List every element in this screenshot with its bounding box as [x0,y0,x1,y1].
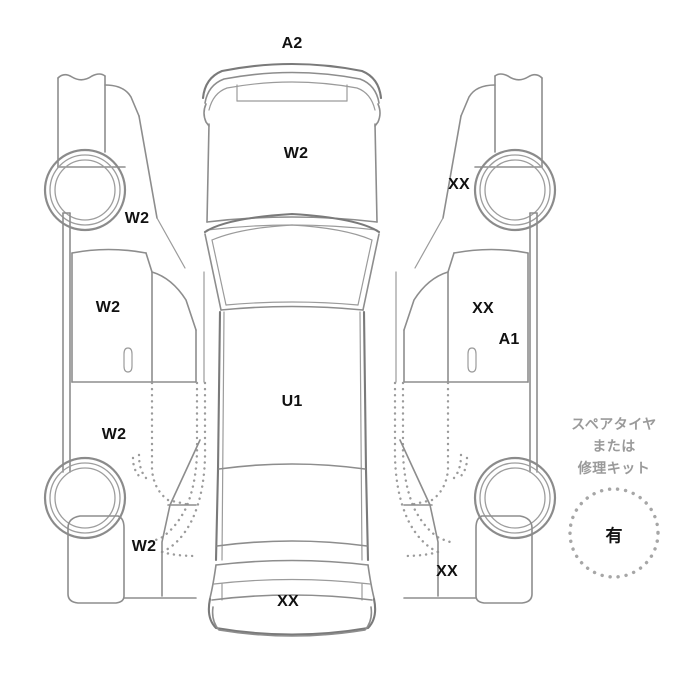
left-front-tire-inner [54,159,116,221]
left-front-top-edge [57,73,106,81]
roof-inner-right [359,311,363,561]
right-rear-bottom-dotted [402,550,440,558]
left-rear-arch-detail-a [137,453,148,480]
left-a-pillar-lower [156,217,186,269]
left-rear-tire-outer [43,456,127,540]
right-front-door-top-left [447,252,455,273]
damage-label-right-sill: A1 [498,331,520,348]
damage-label-left-front-door: W2 [95,299,121,316]
right-rear-body-solid [399,439,439,597]
left-rear-bumper-block [67,515,125,604]
a-pillar-left [204,233,222,311]
a-pillar-right [362,233,380,311]
cowl-line [206,224,378,231]
left-front-door-handle [123,347,133,373]
roof-edge-left-upper [216,310,222,472]
damage-label-right-rear-quarter: XX [436,563,458,580]
left-rear-body-solid [161,439,201,597]
right-rear-arch-detail-b [458,456,469,479]
left-rear-panel-dotted-outer [148,381,199,544]
right-rear-tire-inner [484,467,546,529]
windshield-rear-edge [220,305,364,311]
right-front-door-handle [467,347,477,373]
front-bumper-inner [204,71,380,104]
roof-edge-left-lower [214,468,220,562]
right-rear-wheelarch-dotted [408,381,450,507]
left-front-tire-outer [43,148,127,232]
rear-bumper-inner [211,606,373,637]
left-front-door-top-right [145,252,153,273]
hood-edge-left [206,123,210,223]
rear-bumper-mid-line [211,594,373,601]
right-front-top-edge [494,73,543,81]
rear-bumper-outer [207,597,377,636]
windshield-inner-right [357,239,373,306]
right-rear-panel-dotted-outer [401,381,452,544]
car-right-side-profile [393,73,557,604]
spare-tire-note-line-1: スペアタイヤ [571,417,657,433]
right-rear-tire-mid [479,462,551,534]
damage-label-roof-center: U1 [281,393,303,410]
left-rear-bottom-dotted [160,550,198,558]
front-corner-left [203,103,210,127]
spare-tire-status-value: 有 [605,526,623,547]
damage-label-right-front-fender: XX [448,176,470,193]
damage-label-left-rear-door: W2 [101,426,127,443]
car-top-view [201,62,383,637]
right-hood-front-slope [460,84,496,117]
rear-right-corner [367,564,375,599]
front-grille-line [208,81,376,111]
left-front-tire-mid [49,154,121,226]
roof-inner-left [221,311,225,561]
spare-tire-status-circle [568,487,660,579]
left-rear-wheelarch-dotted [150,381,192,507]
right-a-pillar-outer [442,115,462,219]
damage-label-hood: W2 [283,145,309,162]
roof-panel-line-1 [218,463,366,470]
windshield-inner-left [211,239,227,306]
right-rear-door-upper-curve [403,271,449,331]
right-rear-panel-dotted-far [393,381,440,554]
windshield-inner-rear [225,301,359,306]
right-rear-bumper-block [475,515,533,604]
front-corner-right [374,103,381,127]
right-front-tire-inner [484,159,546,221]
windshield-front-edge [203,212,381,234]
hood-rear-edge [206,216,378,223]
rear-window-edge [215,559,369,566]
spare-tire-note-line-2: または [592,439,636,455]
left-rear-panel-dotted-far [160,381,207,554]
spare-tire-note-line-3: 修理キット [577,461,651,477]
rear-bumper-top-line [213,578,371,585]
windshield-inner-front [211,224,373,241]
damage-label-roof-front: A2 [281,35,303,52]
right-rear-tire-outer [473,456,557,540]
left-a-pillar-outer [138,115,158,219]
hood-edge-right [374,123,378,223]
right-front-tire-outer [473,148,557,232]
right-a-pillar-lower [414,217,444,269]
damage-label-right-front-door: XX [472,300,494,317]
rear-left-corner [209,564,217,599]
damage-label-left-front-fender: W2 [124,210,150,227]
right-rear-arch-detail-a [452,453,463,480]
left-rear-door-upper-curve [151,271,197,331]
right-front-door-top [453,248,529,254]
left-front-door-top [71,248,147,254]
left-rear-arch-detail-b [131,456,142,479]
left-rear-tire-inner [54,467,116,529]
car-left-side-profile [43,73,207,604]
damage-label-left-rear-quarter: W2 [131,538,157,555]
roof-edge-right-upper [362,310,368,472]
damage-label-rear-bumper: XX [277,593,299,610]
roof-edge-right-lower [364,468,370,562]
left-rear-tire-mid [49,462,121,534]
left-hood-front-slope [104,84,140,117]
roof-panel-line-2 [216,540,368,547]
right-front-tire-mid [479,154,551,226]
front-bumper-outer [201,62,383,100]
